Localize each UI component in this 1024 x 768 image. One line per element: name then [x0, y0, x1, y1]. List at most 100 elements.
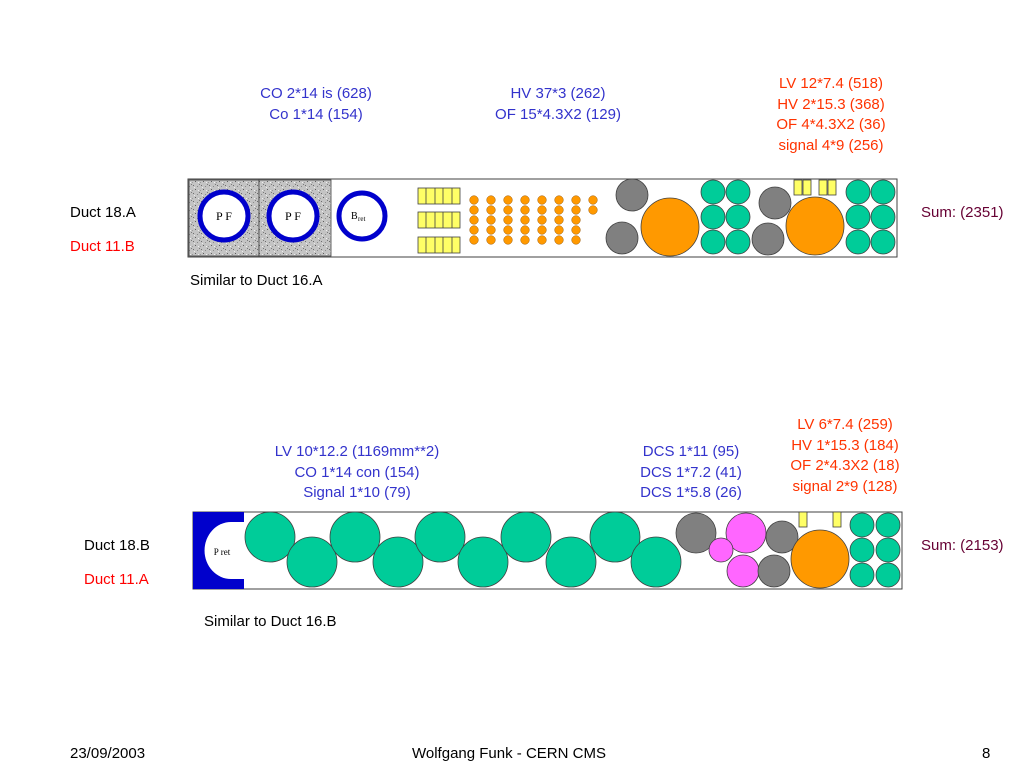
cable-label: HV 1*15.3 (184): [791, 436, 899, 454]
lv-cable-orange: [785, 196, 845, 256]
bret-pipe: [336, 190, 388, 242]
duct-alt-label: Duct 11.B: [70, 238, 135, 255]
hv-cable-dot: [537, 205, 547, 215]
hv-cable-dot: [537, 215, 547, 225]
hv-cable-dot: [503, 225, 513, 235]
grey-cable: [605, 221, 639, 255]
cable-label: LV 12*7.4 (518): [779, 75, 883, 92]
similar-note: Similar to Duct 16.B: [204, 613, 337, 630]
hv-cable-dot: [554, 205, 564, 215]
panel-a-hv-label-group: HV 37*3 (262) OF 15*4.3X2 (129): [468, 84, 648, 125]
hv-cable-dot: [520, 205, 530, 215]
hv-cable-dot: [554, 215, 564, 225]
hv-cable-dot: [554, 195, 564, 205]
cable-label: OF 15*4.3X2 (129): [495, 105, 621, 123]
pipe-label: P F: [285, 209, 301, 223]
lv-cable-orange: [640, 197, 700, 257]
teal-cables-b2: [849, 512, 901, 588]
cable-label: DCS 1*11 (95): [642, 443, 740, 460]
cable-label: Co 1*14 (154): [269, 105, 363, 123]
cable-label: LV 6*7.4 (259): [797, 416, 893, 433]
lv-teal-cables-b: [244, 511, 682, 588]
hv-cable-dot: [588, 205, 598, 215]
panel-a-lv-label-group: LV 12*7.4 (518) HV 2*15.3 (368) OF 4*4.3…: [756, 74, 906, 156]
hv-cable-dot: [503, 235, 513, 245]
duct-name-label: Duct 18.B: [84, 537, 150, 554]
hv-cable-dot: [520, 215, 530, 225]
footer-author: Wolfgang Funk - CERN CMS: [412, 745, 606, 762]
hv-cable-dot: [537, 195, 547, 205]
panel-a-co-label-group: CO 2*14 is (628) Co 1*14 (154): [232, 84, 400, 125]
hv-cable-dot: [486, 235, 496, 245]
hv-cable-dot: [588, 195, 598, 205]
dcs-cable-pink: [725, 512, 767, 554]
grey-cable: [751, 222, 785, 256]
duct-b-cross-section: P ret: [192, 511, 903, 590]
hv-cable-dot: [486, 215, 496, 225]
cable-label: LV 10*12.2 (1169mm**2): [274, 443, 440, 460]
cable-label: DCS 1*5.8 (26): [640, 484, 742, 501]
pipe-label-sub: ret: [358, 215, 365, 223]
sum-label: Sum: (2351): [921, 204, 1004, 221]
footer-page-number: 8: [982, 745, 991, 762]
hv-cable-dot: [469, 195, 479, 205]
panel-b-right-label-group: LV 6*7.4 (259) HV 1*15.3 (184) OF 2*4.3X…: [770, 415, 920, 497]
dcs-cable-pink: [726, 554, 760, 588]
hv-cable-dot: [571, 205, 581, 215]
teal-cables-a2: [845, 179, 896, 255]
footer-date: 23/09/2003: [70, 745, 146, 762]
hv-cable-dot: [469, 225, 479, 235]
hv-cable-dot: [571, 215, 581, 225]
grey-cable: [765, 520, 799, 554]
yellow-boxes-b: [798, 511, 842, 528]
hv-cable-dot: [520, 225, 530, 235]
cable-label: DCS 1*7.2 (41): [640, 463, 742, 481]
hv-cable-dot: [469, 215, 479, 225]
duct-name-label: Duct 18.A: [70, 204, 136, 221]
hv-cable-dot: [537, 225, 547, 235]
hv-cable-dot: [571, 235, 581, 245]
grey-cable: [675, 512, 717, 554]
cable-label: OF 2*4.3X2 (18): [790, 457, 900, 474]
grey-cable: [757, 554, 791, 588]
hv-cable-dot: [503, 215, 513, 225]
panel-b-lv-label-group: LV 10*12.2 (1169mm**2) CO 1*14 con (154)…: [246, 442, 468, 504]
cable-label: CO 1*14 con (154): [294, 463, 420, 481]
panel-b-dcs-label-group: DCS 1*11 (95) DCS 1*7.2 (41) DCS 1*5.8 (…: [620, 442, 762, 504]
hv-cable-dot: [469, 205, 479, 215]
hv-cable-dot: [537, 235, 547, 245]
cable-label: HV 37*3 (262): [510, 85, 606, 102]
hv-cable-dot: [571, 195, 581, 205]
hv-cable-dot: [554, 235, 564, 245]
hv-cable-dot: [503, 195, 513, 205]
hv-cable-dot: [486, 205, 496, 215]
cable-label: signal 4*9 (256): [778, 136, 884, 154]
pipe-label: P F: [216, 209, 232, 223]
pipe-label: P ret: [214, 547, 231, 557]
cable-label: Signal 1*10 (79): [303, 484, 411, 501]
hv-cable-dot: [554, 225, 564, 235]
cable-label: signal 2*9 (128): [792, 477, 898, 495]
duct-a-cross-section: P F P F B ret: [187, 178, 898, 258]
cable-label: OF 4*4.3X2 (36): [776, 116, 886, 133]
grey-cable: [615, 178, 649, 212]
dcs-cable-pink: [708, 537, 734, 563]
grey-cable: [758, 186, 792, 220]
similar-note: Similar to Duct 16.A: [190, 272, 323, 289]
sum-label: Sum: (2153): [921, 537, 1004, 554]
hv-cable-dot: [503, 205, 513, 215]
pf-pipe-2: [266, 189, 320, 243]
cable-label: CO 2*14 is (628): [260, 85, 372, 102]
hv-cable-dot: [520, 235, 530, 245]
hv-cable-dot: [571, 225, 581, 235]
pf-pipe-1: [197, 189, 251, 243]
hv-cable-grid: [469, 195, 598, 245]
yellow-boxes-a: [793, 179, 837, 196]
hv-cable-dot: [520, 195, 530, 205]
lv-cable-orange: [790, 529, 850, 589]
hv-cable-dot: [486, 195, 496, 205]
hv-cable-dot: [486, 225, 496, 235]
cable-label: HV 2*15.3 (368): [777, 95, 885, 113]
pret-pipe-inner: [204, 522, 244, 579]
co-boxes: [417, 187, 461, 254]
